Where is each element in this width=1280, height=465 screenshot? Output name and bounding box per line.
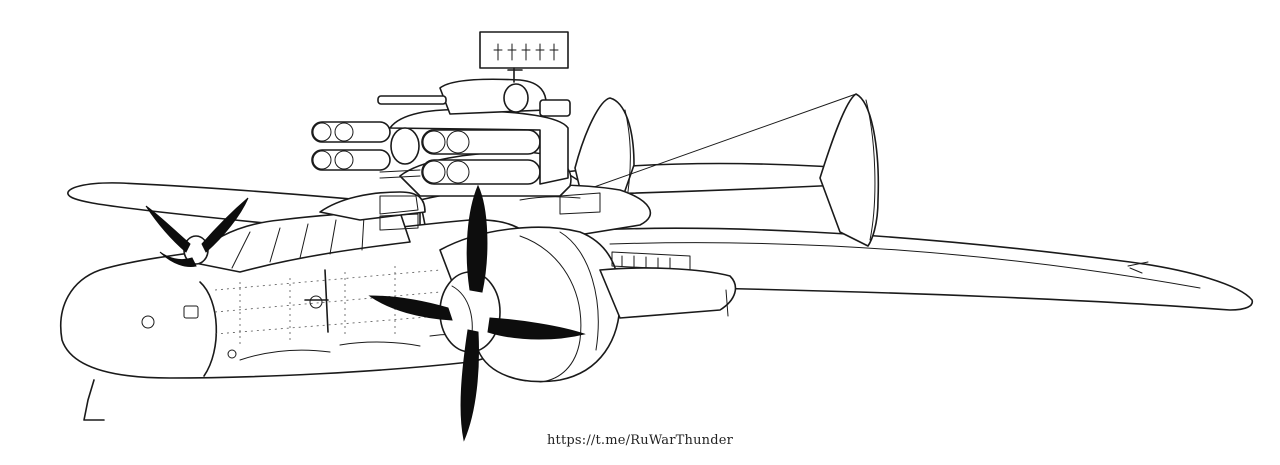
tail-fins <box>574 93 880 247</box>
weapon-turret <box>311 31 572 197</box>
right-propeller <box>368 184 586 442</box>
telegram-link-caption[interactable]: https://t.me/RuWarThunder <box>546 433 734 448</box>
left-propeller <box>145 197 249 267</box>
canopy <box>189 191 426 273</box>
right-wing <box>559 227 1254 311</box>
